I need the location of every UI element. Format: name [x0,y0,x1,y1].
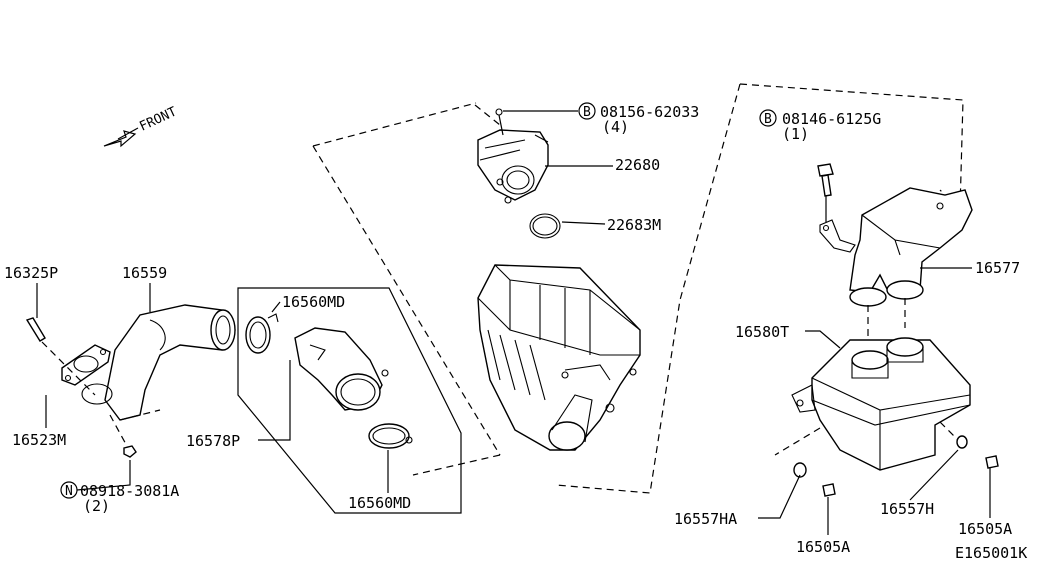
label-16325P: 16325P [4,264,58,282]
label-16505A-right: 16505A [958,520,1012,538]
label-16557H: 16557H [880,500,934,518]
label-16523M: 16523M [12,431,66,449]
clamp-16560MD-bottom [368,423,413,449]
label-08156-62033: 08156-62033 [600,103,699,121]
bolt-icon [822,483,836,497]
label-22680: 22680 [615,156,660,174]
grommet-icon [956,435,968,449]
label-16560MD-bottom: 16560MD [348,494,411,512]
bolt-icon [817,163,834,197]
label-qty-4: (4) [602,118,629,136]
label-22683M: 22683M [607,216,661,234]
label-16557HA: 16557HA [674,510,737,528]
label-16559: 16559 [122,264,167,282]
bolt-icon [985,455,999,469]
duct-boot [294,327,389,411]
air-cleaner-body [477,264,641,451]
label-16578P: 16578P [186,432,240,450]
callout-n-symbol: N [65,484,73,499]
label-qty-2: (2) [83,497,110,515]
callout-b-symbol: B [764,112,772,127]
pin-16325P [25,317,46,342]
lower-case-16580T [791,337,971,471]
callout-b-symbol: B [583,105,591,120]
callout-n-icon [60,481,78,499]
callout-b-icon [759,109,777,127]
label-qty-1: (1) [782,125,809,143]
clamp-16560MD-top [245,313,279,354]
front-arrow-icon [103,127,139,148]
label-08918-3081A: 08918-3081A [80,482,179,500]
gasket-16523M [61,344,111,386]
grommet-icon [793,462,807,478]
ring-22683M [529,213,561,239]
front-label: FRONT [137,104,179,134]
label-16580T: 16580T [735,323,789,341]
label-16560MD-top: 16560MD [282,293,345,311]
label-16577: 16577 [975,259,1020,277]
maf-sensor-22680 [477,108,549,204]
label-16505A-left: 16505A [796,538,850,556]
diagram-ref-code: E165001K [955,544,1027,562]
label-08146-6125G: 08146-6125G [782,110,881,128]
kit-outline-16578P [237,287,462,514]
callout-b-icon [578,102,596,120]
duct-16577 [819,187,973,307]
nut-icon [123,445,137,458]
duct-16559 [81,304,236,421]
